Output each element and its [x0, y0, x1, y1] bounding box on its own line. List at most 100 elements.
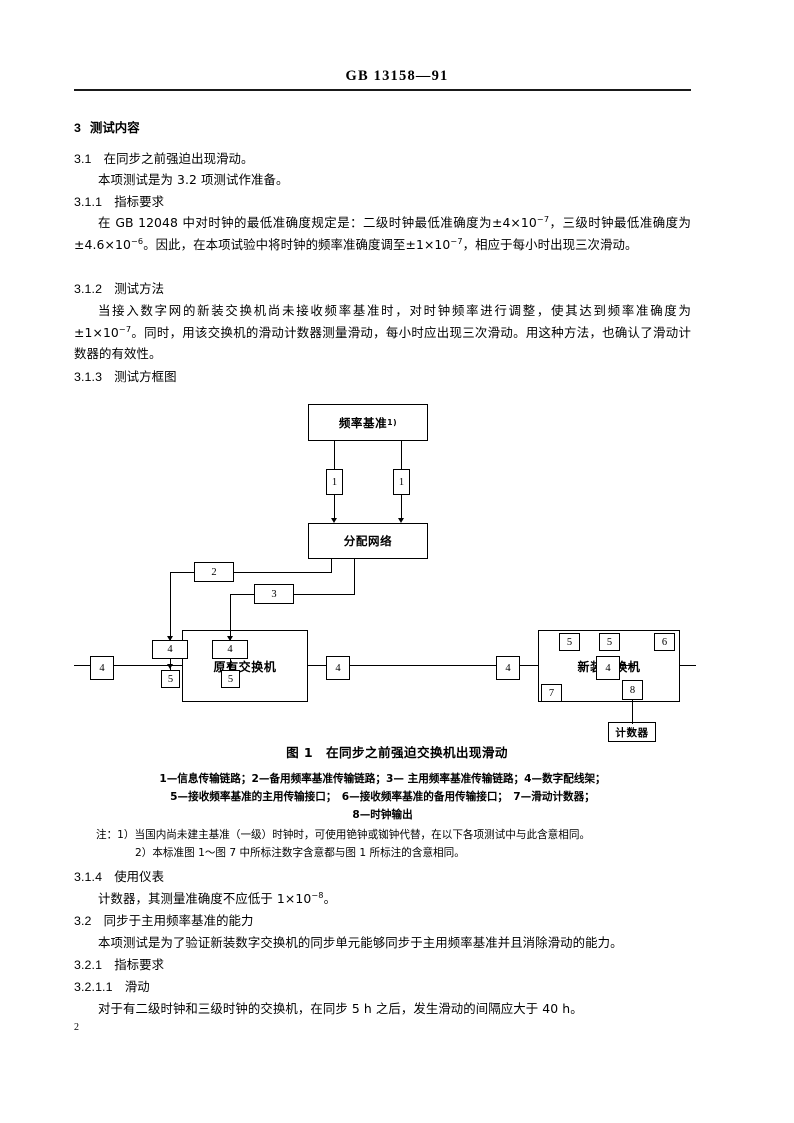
link-node8-to-counter: [632, 700, 634, 724]
link-ddf-mid-left-to-mid-right: [350, 665, 496, 667]
section-title-3: 测试内容: [89, 120, 140, 135]
node-4-ddf-old-switch-left: 4: [152, 640, 188, 659]
node-4-ddf-old-switch-right: 4: [212, 640, 248, 659]
section-title-3-1-4: 使用仪表: [114, 869, 165, 884]
section-title-3-2-1-1: 滑动: [124, 979, 150, 994]
section-number-3-1: 3.1: [74, 152, 92, 166]
p311-exponent-a: −7: [536, 213, 550, 224]
block-counter: 计数器: [608, 722, 656, 742]
p312-exponent-a: −7: [118, 323, 132, 334]
arrow-node4b-to-node5b-icon: [227, 664, 233, 669]
node-8-clock-output: 8: [622, 680, 643, 700]
p311-text-c: 。因此，在本项试验中将时钟的频率准确度调至±1×10: [143, 236, 451, 252]
p314-exponent-a: −8: [311, 889, 324, 900]
section-heading-3-1-2: 3.1.2 测试方法: [74, 278, 691, 301]
node-2-backup-reference-link: 2: [194, 562, 234, 582]
link-ddf-mid-right-to-new-switch: [520, 665, 538, 667]
figure-1-legend-line-3: 8—时钟输出: [352, 809, 413, 821]
section-number-3-1-4: 3.1.4: [74, 870, 103, 884]
paragraph-3-1-2-body: 当接入数字网的新装交换机尚未接收频率基准时，对时钟频率进行调整，使其达到频率准确…: [74, 300, 691, 365]
paragraph-3-1-intro: 本项测试是为 3.2 项测试作准备。: [98, 172, 289, 187]
node-5-primary-interface-old-right: 5: [221, 670, 240, 688]
section-title-3-1: 在同步之前强迫出现滑动。: [103, 151, 254, 166]
link-freqref-to-node1b-upper: [401, 441, 403, 469]
paragraph-3-1-1-body: 在 GB 12048 中对时钟的最低准确度规定是：二级时钟最低准确度为±4×10…: [74, 212, 691, 255]
section-number-3: 3: [74, 121, 81, 135]
node-5-primary-interface-new-mid: 5: [599, 633, 620, 651]
page-header-standard-id: GB 13158—91: [345, 68, 449, 84]
link-node3-down-to-node4b: [230, 594, 232, 640]
link-distnet-to-node3-horizontal: [294, 594, 355, 596]
link-node2-right-segment: [234, 572, 278, 574]
paragraph-3-2-1-1-body: 对于有二级时钟和三级时钟的交换机，在同步 5 h 之后，发生滑动的间隔应大于 4…: [98, 1001, 583, 1016]
node-3-primary-reference-link: 3: [254, 584, 294, 604]
node-7-slip-counter: 7: [541, 684, 562, 702]
section-heading-3-1-3: 3.1.3 测试方框图: [74, 366, 691, 389]
header-divider-rule: [74, 89, 691, 91]
section-number-3-2-1: 3.2.1: [74, 958, 103, 972]
section-heading-3-1-1: 3.1.1 指标要求: [74, 191, 691, 214]
block-distribution-network: 分配网络: [308, 523, 428, 559]
node-4-ddf-mid-left: 4: [326, 656, 350, 680]
node-6-backup-interface-new: 6: [654, 633, 675, 651]
section-number-3-1-3: 3.1.3: [74, 370, 103, 384]
section-heading-3-1-4: 3.1.4 使用仪表: [74, 866, 691, 889]
section-number-3-2: 3.2: [74, 914, 92, 928]
link-node2-down-to-node4a: [170, 572, 172, 640]
section-heading-3: 3 测试内容: [74, 117, 691, 140]
figure-1-legend-line-1: 1—信息传输链路；2—备用频率基准传输链路；3— 主用频率基准传输链路；4—数字…: [159, 773, 606, 785]
arrow-node3-to-node4b-icon: [227, 636, 233, 641]
link-freqref-to-node1a-upper: [334, 441, 336, 469]
link-external-in-left: [74, 665, 90, 667]
section-heading-3-2-1: 3.2.1 指标要求: [74, 954, 691, 977]
section-heading-3-2: 3.2 同步于主用频率基准的能力: [74, 910, 691, 933]
paragraph-3-1-4-body: 计数器，其测量准确度不应低于 1×10−8。: [74, 888, 691, 910]
link-distnet-drop-to-node3: [354, 559, 356, 595]
node-4-ddf-external-in: 4: [90, 656, 114, 680]
link-node3-left-segment: [230, 594, 255, 596]
node-4-ddf-external-out: 4: [596, 656, 620, 680]
link-external-out-right: [620, 665, 638, 667]
link-node1a-to-distnet: [334, 495, 336, 521]
link-distnet-drop-to-node2: [331, 559, 333, 573]
section-number-3-2-1-1: 3.2.1.1: [74, 980, 113, 994]
paragraph-3-2-intro: 本项测试是为了验证新装数字交换机的同步单元能够同步于主用频率基准并且消除滑动的能…: [98, 935, 623, 950]
p311-text-d: ，相应于每小时出现三次滑动。: [462, 236, 638, 252]
section-heading-3-1: 3.1 在同步之前强迫出现滑动。: [74, 148, 691, 171]
p311-text-b: ，三级时钟最低准确度为±4.6×10: [74, 215, 692, 252]
section-title-3-1-2: 测试方法: [114, 281, 165, 296]
arrow-node2-to-node4a-icon: [167, 636, 173, 641]
node-5-primary-interface-new-left: 5: [559, 633, 580, 651]
block-frequency-reference-label: 频率基准: [338, 415, 388, 430]
arrow-node4a-to-node5a-icon: [167, 664, 173, 669]
p312-text-b: 。同时，用该交换机的滑动计数器测量滑动，每小时应出现三次滑动。用这种方法，也确认…: [74, 324, 691, 362]
figure-1-caption: 图 1 在同步之前强迫交换机出现滑动: [286, 745, 508, 760]
section-title-3-1-1: 指标要求: [114, 194, 165, 209]
link-node2-left-segment: [170, 572, 195, 574]
figure-note-1: 注：1）当国内尚未建主基准（一级）时钟时，可使用铯钟或铷钟代替，在以下各项测试中…: [96, 829, 591, 841]
arrow-node1b-to-distnet-icon: [398, 518, 404, 523]
section-title-3-2-1: 指标要求: [114, 957, 165, 972]
arrow-node1a-to-distnet-icon: [331, 518, 337, 523]
link-old-switch-to-ddf-mid-left: [308, 665, 326, 667]
link-distnet-to-node2-horizontal: [277, 572, 332, 574]
node-4-ddf-mid-right: 4: [496, 656, 520, 680]
figure-note-2: 2）本标准图 1～图 7 中所标注数字含意都与图 1 所标注的含意相同。: [135, 847, 465, 859]
p314-text-b: 。: [323, 891, 337, 906]
figure-1-legend-line-2: 5—接收频率基准的主用传输接口； 6—接收频率基准的备用传输接口； 7—滑动计数…: [170, 791, 595, 803]
section-number-3-1-1: 3.1.1: [74, 195, 103, 209]
link-ddf-in-to-old-switch: [114, 665, 182, 667]
p311-exponent-c: −7: [450, 235, 463, 246]
node-1-backup-link-b: 1: [393, 469, 410, 495]
link-node1b-to-distnet: [401, 495, 403, 521]
node-5-primary-interface-old-left: 5: [161, 670, 180, 688]
p311-exponent-b: −6: [130, 235, 144, 246]
link-new-switch-to-ddf-out: [680, 665, 696, 667]
p312-text-a: 当接入数字网的新装交换机尚未接收频率基准时，对时钟频率进行调整，使其达到频率准确…: [74, 303, 691, 340]
node-1-backup-link-a: 1: [326, 469, 343, 495]
section-heading-3-2-1-1: 3.2.1.1 滑动: [74, 976, 691, 999]
section-number-3-1-2: 3.1.2: [74, 282, 103, 296]
